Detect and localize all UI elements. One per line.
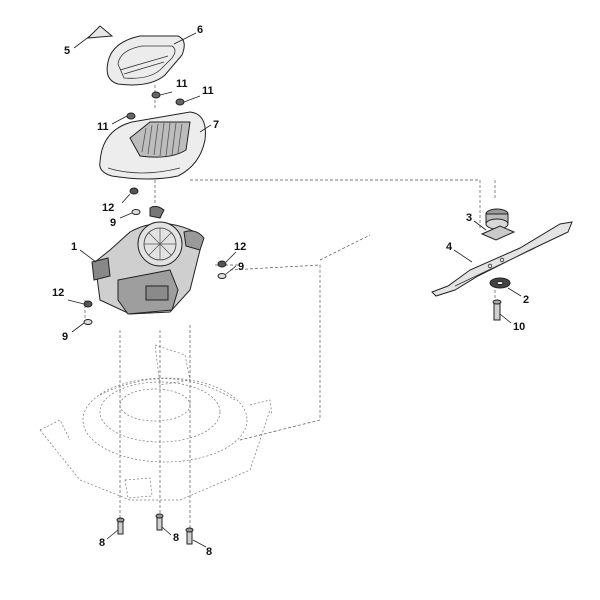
callout-6: 6 [197,24,203,36]
leader-lines [67,32,522,548]
part-6-top-cover [106,35,185,86]
callout-7: 7 [213,119,219,131]
part-12-9-under-shroud [129,187,141,215]
part-12-9-right [217,260,227,279]
part-10-blade-bolt [492,299,502,321]
callout-8: 8 [99,537,105,549]
callout-5: 5 [64,45,70,57]
callout-11: 11 [202,85,214,97]
part-8-bolts [116,513,194,545]
callout-4: 4 [446,241,453,253]
callout-8: 8 [173,532,179,544]
part-3-blade-adapter [480,208,516,241]
part-4-blade [431,221,573,297]
mower-deck-outline [39,344,273,501]
callout-11: 11 [176,78,188,90]
part-1-engine [91,205,205,315]
callout-11: 11 [97,121,109,133]
callout-3: 3 [466,212,472,224]
callout-1: 1 [71,241,77,253]
callout-8: 8 [206,546,212,558]
callout-2: 2 [523,294,529,306]
alignment-lines [84,85,496,530]
callout-10: 10 [513,321,525,333]
part-12-9-left [83,300,93,325]
callout-12: 12 [234,241,246,253]
part-2-washer [489,277,511,289]
callout-12: 12 [102,202,114,214]
callout-12: 12 [52,287,64,299]
callout-9: 9 [110,217,116,229]
callout-9: 9 [62,331,68,343]
part-5-filter [86,25,114,39]
part-7-engine-shroud [99,111,206,180]
callout-labels: 5 6 11 11 11 7 12 9 1 12 9 12 9 3 4 2 10… [52,24,529,558]
callout-9: 9 [238,261,244,273]
